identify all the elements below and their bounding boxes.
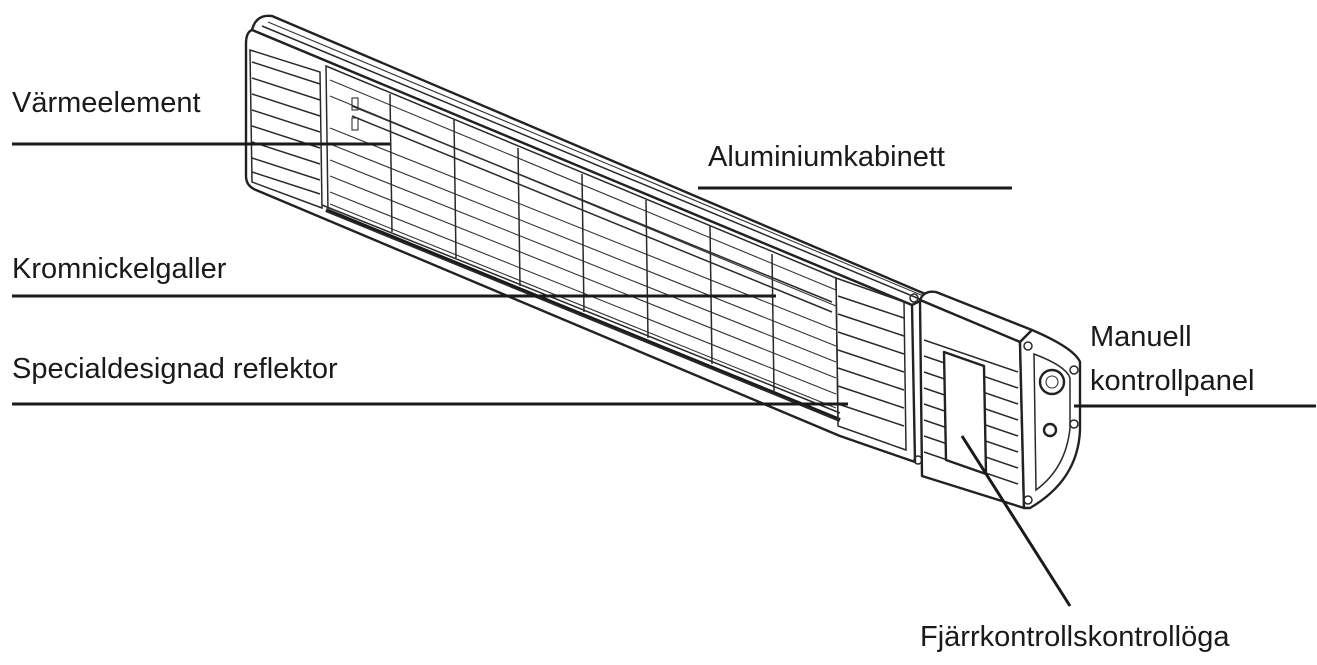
power-knob (1040, 370, 1064, 394)
label-manual-panel-line1: Manuell (1090, 321, 1192, 353)
label-manual-panel-line2: kontrollpanel (1090, 365, 1254, 397)
label-chrome-nickel-grille: Kromnickelgaller (12, 253, 227, 285)
indicator-light (1044, 424, 1056, 436)
manual-control-end-cap (1020, 330, 1080, 508)
label-aluminium-cabinet: Aluminiumkabinett (708, 141, 945, 173)
label-remote-eye: Fjärrkontrollskontrollöga (920, 621, 1230, 653)
remote-receiver-window (944, 352, 986, 474)
heater-illustration (246, 16, 1080, 508)
label-special-reflector: Specialdesignad reflektor (12, 353, 338, 385)
label-heating-element: Värmeelement (12, 87, 201, 119)
